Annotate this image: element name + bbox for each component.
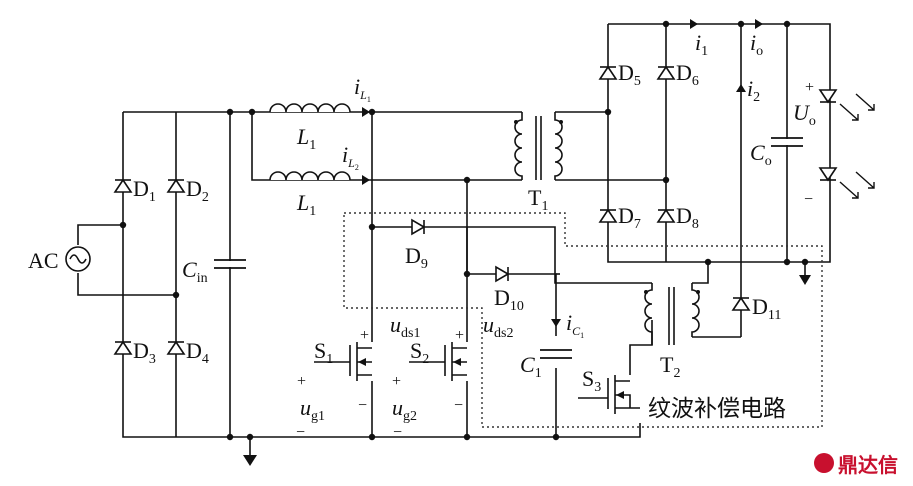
transformer-t1 — [514, 112, 563, 180]
label-d2: D2 — [186, 176, 209, 205]
mosfets — [314, 342, 640, 414]
svg-text:+: + — [360, 327, 369, 344]
labels: AC D1 D2 D3 D4 Cin L1 L1 iL1 iL2 T1 T2 D… — [28, 30, 816, 424]
label-i1: i1 — [695, 30, 708, 59]
label-d10: D10 — [494, 285, 524, 314]
inductors — [269, 103, 351, 181]
label-il1: iL1 — [354, 74, 371, 104]
label-d9: D9 — [405, 243, 428, 272]
svg-text:+: + — [392, 373, 401, 390]
svg-text:+: + — [455, 327, 464, 344]
label-d7: D7 — [618, 203, 641, 232]
label-cin: Cin — [182, 257, 208, 286]
svg-text:−: − — [296, 424, 305, 441]
label-l1-top: L1 — [296, 124, 316, 153]
label-ac: AC — [28, 248, 59, 273]
ground-symbol — [243, 455, 257, 466]
output-ground-symbol — [799, 275, 811, 285]
label-co: Co — [750, 140, 772, 169]
capacitors — [214, 137, 803, 359]
label-d4: D4 — [186, 338, 209, 367]
junction-dots — [119, 20, 809, 441]
label-i2: i2 — [747, 76, 760, 105]
label-il2: iL2 — [342, 142, 359, 172]
svg-text:+: + — [805, 79, 814, 96]
svg-text:鼎达信: 鼎达信 — [838, 453, 898, 477]
svg-text:−: − — [358, 397, 367, 414]
label-uo: Uo — [793, 100, 816, 129]
label-d3: D3 — [133, 338, 156, 367]
label-c1: C1 — [520, 352, 542, 381]
label-s1: S1 — [314, 338, 333, 367]
label-d11: D11 — [752, 294, 781, 323]
label-l1-bottom: L1 — [296, 190, 316, 219]
label-ic1: iC1 — [566, 310, 584, 340]
label-d5: D5 — [618, 60, 641, 89]
svg-text:−: − — [454, 397, 463, 414]
bridge-diodes — [113, 65, 838, 355]
label-d8: D8 — [676, 203, 699, 232]
label-d1: D1 — [133, 176, 156, 205]
transformer-t2 — [644, 283, 700, 345]
current-arrows — [362, 19, 763, 327]
label-t1: T1 — [528, 185, 548, 214]
ripple-compensation-boundary — [343, 212, 823, 428]
svg-text:−: − — [393, 424, 402, 441]
polarity-signs: + + + + + − − − − − — [296, 79, 814, 441]
label-s2: S2 — [410, 338, 429, 367]
watermark-logo: 鼎达信 — [814, 453, 898, 477]
led-light-arrows — [839, 93, 875, 199]
label-ug2: ug2 — [392, 395, 417, 424]
label-s3: S3 — [582, 366, 601, 395]
label-d6: D6 — [676, 60, 699, 89]
svg-text:+: + — [297, 373, 306, 390]
label-uds2: uds2 — [483, 312, 513, 341]
label-io: io — [750, 30, 763, 59]
ripple-compensation-label: 纹波补偿电路 — [648, 396, 786, 422]
label-ug1: ug1 — [300, 395, 325, 424]
label-uds1: uds1 — [390, 312, 420, 341]
wires — [77, 23, 831, 455]
svg-text:−: − — [804, 191, 813, 208]
label-t2: T2 — [660, 352, 680, 381]
